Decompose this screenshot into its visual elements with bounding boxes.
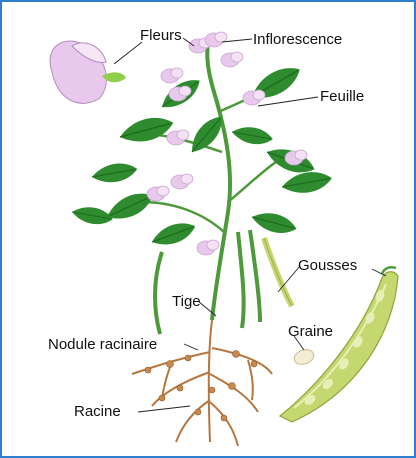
label-tige: Tige — [172, 294, 201, 309]
label-nodule-racinaire: Nodule racinaire — [48, 337, 157, 352]
flower-detail — [50, 41, 126, 103]
label-gousses: Gousses — [298, 258, 357, 273]
label-fleurs: Fleurs — [140, 28, 182, 43]
root-nodules — [145, 351, 257, 422]
open-pod — [280, 267, 398, 422]
label-inflorescence: Inflorescence — [253, 32, 342, 47]
seed — [292, 347, 316, 367]
label-graine: Graine — [288, 324, 333, 339]
label-feuille: Feuille — [320, 89, 364, 104]
label-racine: Racine — [74, 404, 121, 419]
